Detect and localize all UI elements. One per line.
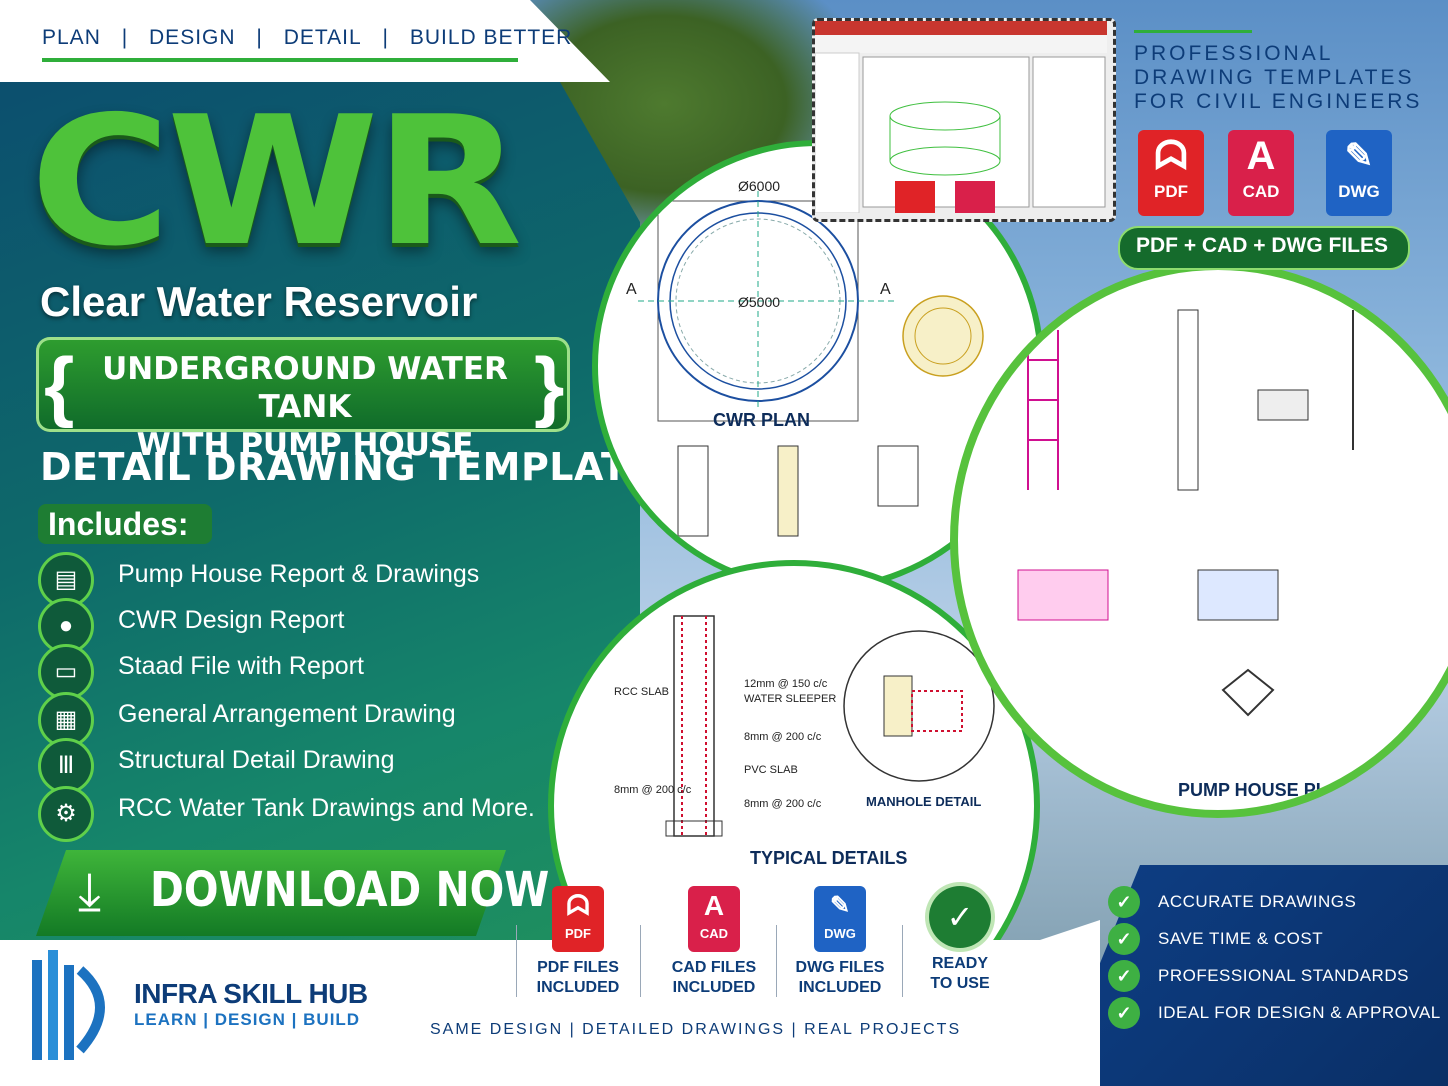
feature-label: INCLUDED xyxy=(798,979,882,996)
download-button-label[interactable]: DOWNLOAD NOW xyxy=(150,862,550,918)
hero-title: CWR xyxy=(30,78,523,285)
dwg-icon: ✎ DWG xyxy=(1326,130,1392,216)
bracket-line-2: WITH PUMP HOUSE xyxy=(136,427,474,463)
professional-heading: PROFESSIONAL DRAWING TEMPLATES FOR CIVIL… xyxy=(1134,42,1422,114)
feature-cad: A CAD CAD FILES INCLUDED xyxy=(654,886,774,998)
pro-line-1: PROFESSIONAL xyxy=(1134,42,1334,65)
building-icon: Ⅲ xyxy=(38,738,94,794)
check-icon: ✓ xyxy=(1108,886,1140,918)
nav-separator: | xyxy=(121,26,129,49)
pro-accent-line xyxy=(1134,30,1252,33)
include-label: Staad File with Report xyxy=(118,652,364,680)
infra-skill-hub-logo xyxy=(32,950,105,1060)
includes-badge xyxy=(38,504,212,544)
software-screenshot-svg xyxy=(814,21,1107,214)
feature-label: CAD FILES xyxy=(671,959,757,976)
benefit-label: IDEAL FOR DESIGN & APPROVAL xyxy=(1158,1003,1441,1022)
pdf-icon: ᗣ PDF xyxy=(552,886,604,952)
cwr-plan-svg xyxy=(638,191,984,537)
note: 12mm @ 150 c/c xyxy=(744,678,828,690)
feature-label: TO USE xyxy=(930,975,990,992)
benefit-label: ACCURATE DRAWINGS xyxy=(1158,892,1357,911)
note: 8mm @ 200 c/c xyxy=(744,798,822,810)
benefit-label: SAVE TIME & COST xyxy=(1158,929,1324,948)
pro-line-2: DRAWING TEMPLATES xyxy=(1134,66,1415,89)
include-label: Structural Detail Drawing xyxy=(118,746,395,774)
manhole-title: MANHOLE DETAIL xyxy=(866,794,982,809)
pump-house-svg xyxy=(1017,309,1354,717)
feature-label: INCLUDED xyxy=(672,979,756,996)
check-icon: ✓ xyxy=(1108,997,1140,1029)
bracket-banner xyxy=(36,337,570,432)
gear-icon: ⚙ xyxy=(38,786,94,842)
include-label: Pump House Report & Drawings xyxy=(118,560,480,588)
download-button[interactable] xyxy=(36,850,506,936)
cwr-plan-title: CWR PLAN xyxy=(713,410,810,430)
separator xyxy=(516,925,517,997)
logo-tagline: LEARN | DESIGN | BUILD xyxy=(134,1010,361,1029)
nav-separator: | xyxy=(382,26,389,49)
note: RCC SLAB xyxy=(614,686,670,698)
include-label: RCC Water Tank Drawings and More. xyxy=(118,794,535,822)
feature-label: READY xyxy=(931,955,988,972)
section-marker: A xyxy=(626,281,637,298)
separator xyxy=(640,925,641,997)
check-icon: ✓ xyxy=(1108,923,1140,955)
monitor-icon: ▭ xyxy=(38,644,94,700)
bottom-strip xyxy=(0,920,1100,1086)
download-icon: ⤓ xyxy=(78,863,101,921)
feature-dwg: ✎ DWG DWG FILES INCLUDED xyxy=(780,886,900,998)
cad-icon: A CAD xyxy=(688,886,740,952)
separator xyxy=(776,925,777,997)
inner-diameter: Ø5000 xyxy=(738,294,781,310)
nav-item-detail: DETAIL xyxy=(283,26,362,49)
feature-pdf: ᗣ PDF PDF FILES INCLUDED xyxy=(518,886,638,998)
dwg-icon: ✎ DWG xyxy=(814,886,866,952)
nav-item-build-better: BUILD BETTER xyxy=(409,26,573,49)
note: 8mm @ 200 c/c xyxy=(744,731,822,743)
hero-subtitle: Clear Water Reservoir xyxy=(40,278,478,325)
note: PVC SLAB xyxy=(744,764,798,776)
cad-icon: A CAD xyxy=(1228,130,1294,216)
bracket-text: UNDERGROUND WATER TANK WITH PUMP HOUSE xyxy=(60,350,550,464)
right-brace-icon: } xyxy=(534,341,565,429)
check-icon: ✓ xyxy=(1108,960,1140,992)
pdf-icon: ᗣ PDF xyxy=(1138,130,1204,216)
include-label: CWR Design Report xyxy=(118,606,345,634)
software-screenshot xyxy=(812,18,1116,222)
feature-label: INCLUDED xyxy=(536,979,620,996)
top-nav: PLAN | DESIGN | DETAIL | BUILD BETTER xyxy=(42,26,586,50)
section-marker: A xyxy=(880,281,891,298)
pump-house-caption: PUMP HOUSE PLAN xyxy=(1178,780,1353,800)
nav-separator: | xyxy=(256,26,263,49)
benefit-label: PROFESSIONAL STANDARDS xyxy=(1158,966,1409,985)
nav-item-plan: PLAN xyxy=(42,26,101,49)
note: WATER SLEEPER xyxy=(744,693,837,705)
bottom-tagline: SAME DESIGN | DETAILED DRAWINGS | REAL P… xyxy=(430,1021,962,1038)
typical-details-title: TYPICAL DETAILS xyxy=(750,848,908,868)
nav-background xyxy=(0,0,610,82)
nav-item-design: DESIGN xyxy=(149,26,236,49)
include-label: General Arrangement Drawing xyxy=(118,700,456,728)
bracket-line-1: UNDERGROUND WATER TANK xyxy=(102,351,508,425)
left-brace-icon: { xyxy=(44,341,75,429)
separator xyxy=(902,925,903,997)
feature-ready: ✓ READY TO USE xyxy=(900,886,1020,994)
pump-house-drawing: PUMP HOUSE PLAN xyxy=(950,262,1448,818)
feature-label: PDF FILES xyxy=(537,959,619,976)
files-pill-label: PDF + CAD + DWG FILES xyxy=(1135,234,1389,257)
includes-heading: Includes: xyxy=(48,506,189,542)
logo-name: INFRA SKILL HUB xyxy=(134,978,368,1009)
typical-details-svg xyxy=(665,615,995,837)
note: 8mm @ 200 c/c xyxy=(614,784,692,796)
outer-diameter: Ø6000 xyxy=(738,178,781,194)
nav-underline xyxy=(42,58,518,62)
check-badge-icon: ✓ xyxy=(929,886,991,948)
files-pill xyxy=(1118,226,1410,270)
detail-title: DETAIL DRAWING TEMPLATE xyxy=(40,445,654,489)
feature-label: DWG FILES xyxy=(795,959,885,976)
pro-line-3: FOR CIVIL ENGINEERS xyxy=(1134,90,1423,113)
